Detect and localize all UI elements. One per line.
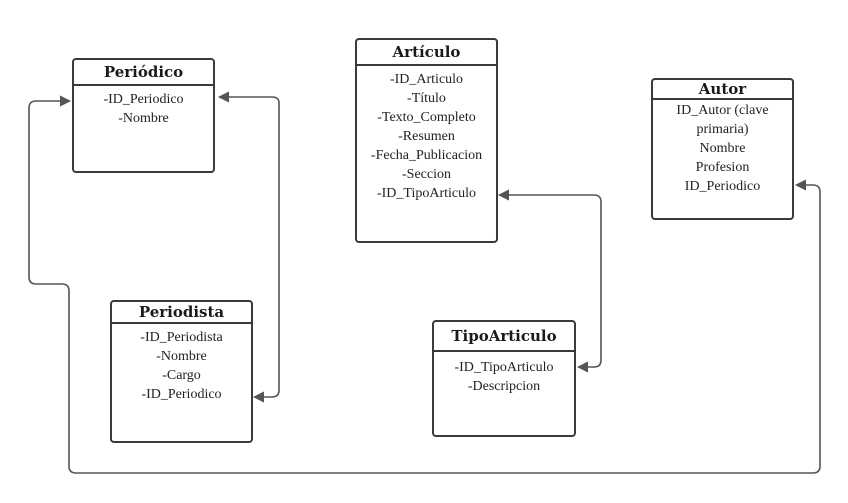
relationship-autor-periodico [28, 95, 821, 474]
attribute: Nombre [699, 141, 746, 156]
attribute: -ID_TipoArticulo [376, 186, 477, 201]
attribute: -ID_Periodico [103, 92, 184, 107]
attribute: -Texto_Completo [377, 110, 476, 125]
attribute: -ID_Periodico [141, 387, 222, 402]
attribute: -Seccion [402, 167, 451, 182]
entity-title-tipoarticulo: TipoArticulo [434, 322, 574, 352]
entity-attributes-autor: ID_Autor (clave primaria) Nombre Profesi… [653, 100, 792, 196]
attribute: primaria) [696, 122, 749, 137]
entity-attributes-tipoarticulo: -ID_TipoArticulo -Descripcion [434, 352, 574, 396]
relationship-articulo-tipoarticulo [497, 189, 602, 373]
entity-title-autor: Autor [653, 80, 792, 100]
attribute: Profesion [695, 160, 750, 175]
attribute: ID_Autor (clave [676, 103, 769, 118]
entity-tipoarticulo: TipoArticulo -ID_TipoArticulo -Descripci… [432, 320, 576, 437]
attribute: ID_Periodico [684, 179, 761, 194]
entity-attributes-periodico: -ID_Periodico -Nombre [74, 86, 213, 128]
attribute: -Fecha_Publicacion [370, 148, 483, 163]
attribute: -Nombre [118, 111, 169, 126]
entity-attributes-periodista: -ID_Periodista -Nombre -Cargo -ID_Period… [112, 324, 251, 404]
entity-autor: Autor ID_Autor (clave primaria) Nombre P… [651, 78, 794, 220]
attribute: -Descripcion [467, 379, 541, 394]
entity-title-periodista: Periodista [112, 302, 251, 324]
entity-title-periodico: Periódico [74, 60, 213, 86]
entity-title-articulo: Artículo [357, 40, 496, 66]
attribute: -Resumen [398, 129, 455, 144]
attribute: -ID_Periodista [140, 330, 223, 345]
attribute: -Título [407, 91, 446, 106]
attribute: -Cargo [162, 368, 201, 383]
entity-articulo: Artículo -ID_Articulo -Título -Texto_Com… [355, 38, 498, 243]
entity-periodista: Periodista -ID_Periodista -Nombre -Cargo… [110, 300, 253, 443]
attribute: -Nombre [156, 349, 207, 364]
attribute: -ID_Articulo [389, 72, 464, 87]
entity-periodico: Periódico -ID_Periodico -Nombre [72, 58, 215, 173]
entity-attributes-articulo: -ID_Articulo -Título -Texto_Completo -Re… [357, 66, 496, 203]
attribute: -ID_TipoArticulo [454, 360, 554, 375]
